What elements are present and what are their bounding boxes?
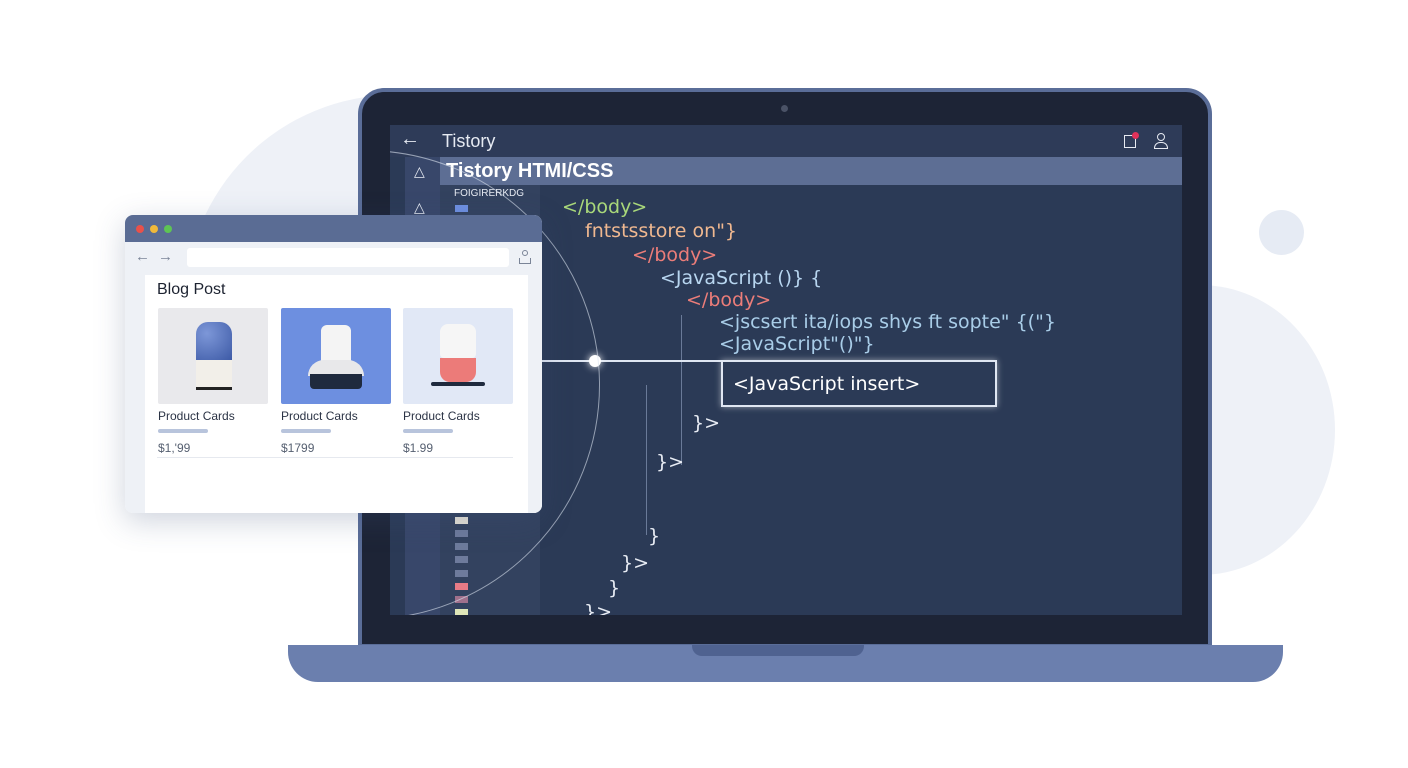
card-title: Product Cards <box>158 409 235 423</box>
code-line: }> <box>656 451 685 473</box>
file-header: Tistory HTMI/CSS <box>440 157 1182 185</box>
user-icon[interactable] <box>1154 133 1168 149</box>
close-button[interactable] <box>136 225 144 233</box>
code-line: </body> <box>686 289 772 311</box>
share-icon[interactable] <box>519 250 531 264</box>
back-icon[interactable]: ← <box>135 248 150 265</box>
product-card[interactable]: Product Cards $1799 <box>281 308 391 455</box>
notification-badge <box>1132 132 1139 139</box>
card-bar <box>403 429 453 433</box>
code-line: }> <box>584 601 613 615</box>
card-title: Product Cards <box>403 409 480 423</box>
maximize-button[interactable] <box>164 225 172 233</box>
notification-icon[interactable] <box>1124 135 1136 148</box>
minimize-button[interactable] <box>150 225 158 233</box>
code-line: }> <box>692 412 721 434</box>
code-line: </body> <box>562 196 648 218</box>
product-image <box>281 308 391 404</box>
editor-titlebar: ← Tistory <box>390 125 1182 157</box>
guide-line <box>681 315 682 465</box>
product-image <box>158 308 268 404</box>
code-line: <JavaScript"()"} <box>719 333 875 355</box>
card-bar <box>158 429 208 433</box>
card-title: Product Cards <box>281 409 358 423</box>
card-price: $1,'99 <box>158 441 191 455</box>
laptop-notch <box>692 645 864 656</box>
insert-box[interactable]: <JavaScript insert> <box>721 360 997 407</box>
guide-line <box>646 385 647 535</box>
code-line: }> <box>621 552 650 574</box>
product-card[interactable]: Product Cards $1.99 <box>403 308 513 455</box>
card-price: $1799 <box>281 441 315 455</box>
camera <box>781 105 788 112</box>
back-arrow-icon[interactable]: ← <box>400 128 420 150</box>
code-line: } <box>608 577 621 599</box>
forward-icon[interactable]: → <box>158 248 173 265</box>
browser-toolbar: ← → <box>125 242 542 275</box>
code-line: </body> <box>632 244 718 266</box>
code-line: } <box>648 525 661 547</box>
code-line: <JavaScript ()} { <box>660 267 823 289</box>
code-line: <jscsert ita/iops shys ft sopte" {("} <box>719 311 1056 333</box>
insert-box-text: <JavaScript insert> <box>733 373 921 395</box>
product-image <box>403 308 513 404</box>
bg-circle-small <box>1259 210 1304 255</box>
app-title: Tistory <box>442 131 496 151</box>
url-input[interactable] <box>187 248 509 267</box>
browser-titlebar <box>125 215 542 242</box>
product-card[interactable]: Product Cards $1,'99 <box>158 308 268 455</box>
page-title: Blog Post <box>157 281 226 298</box>
card-bar <box>281 429 331 433</box>
card-price: $1.99 <box>403 441 434 455</box>
line-marker <box>455 596 468 603</box>
line-marker <box>455 609 468 615</box>
code-line: fntstsstore on"} <box>585 220 738 242</box>
connector-line <box>540 360 722 362</box>
browser-window: ← → Blog Post Product Cards $1,'99 Produ… <box>125 215 542 513</box>
divider <box>157 457 513 458</box>
